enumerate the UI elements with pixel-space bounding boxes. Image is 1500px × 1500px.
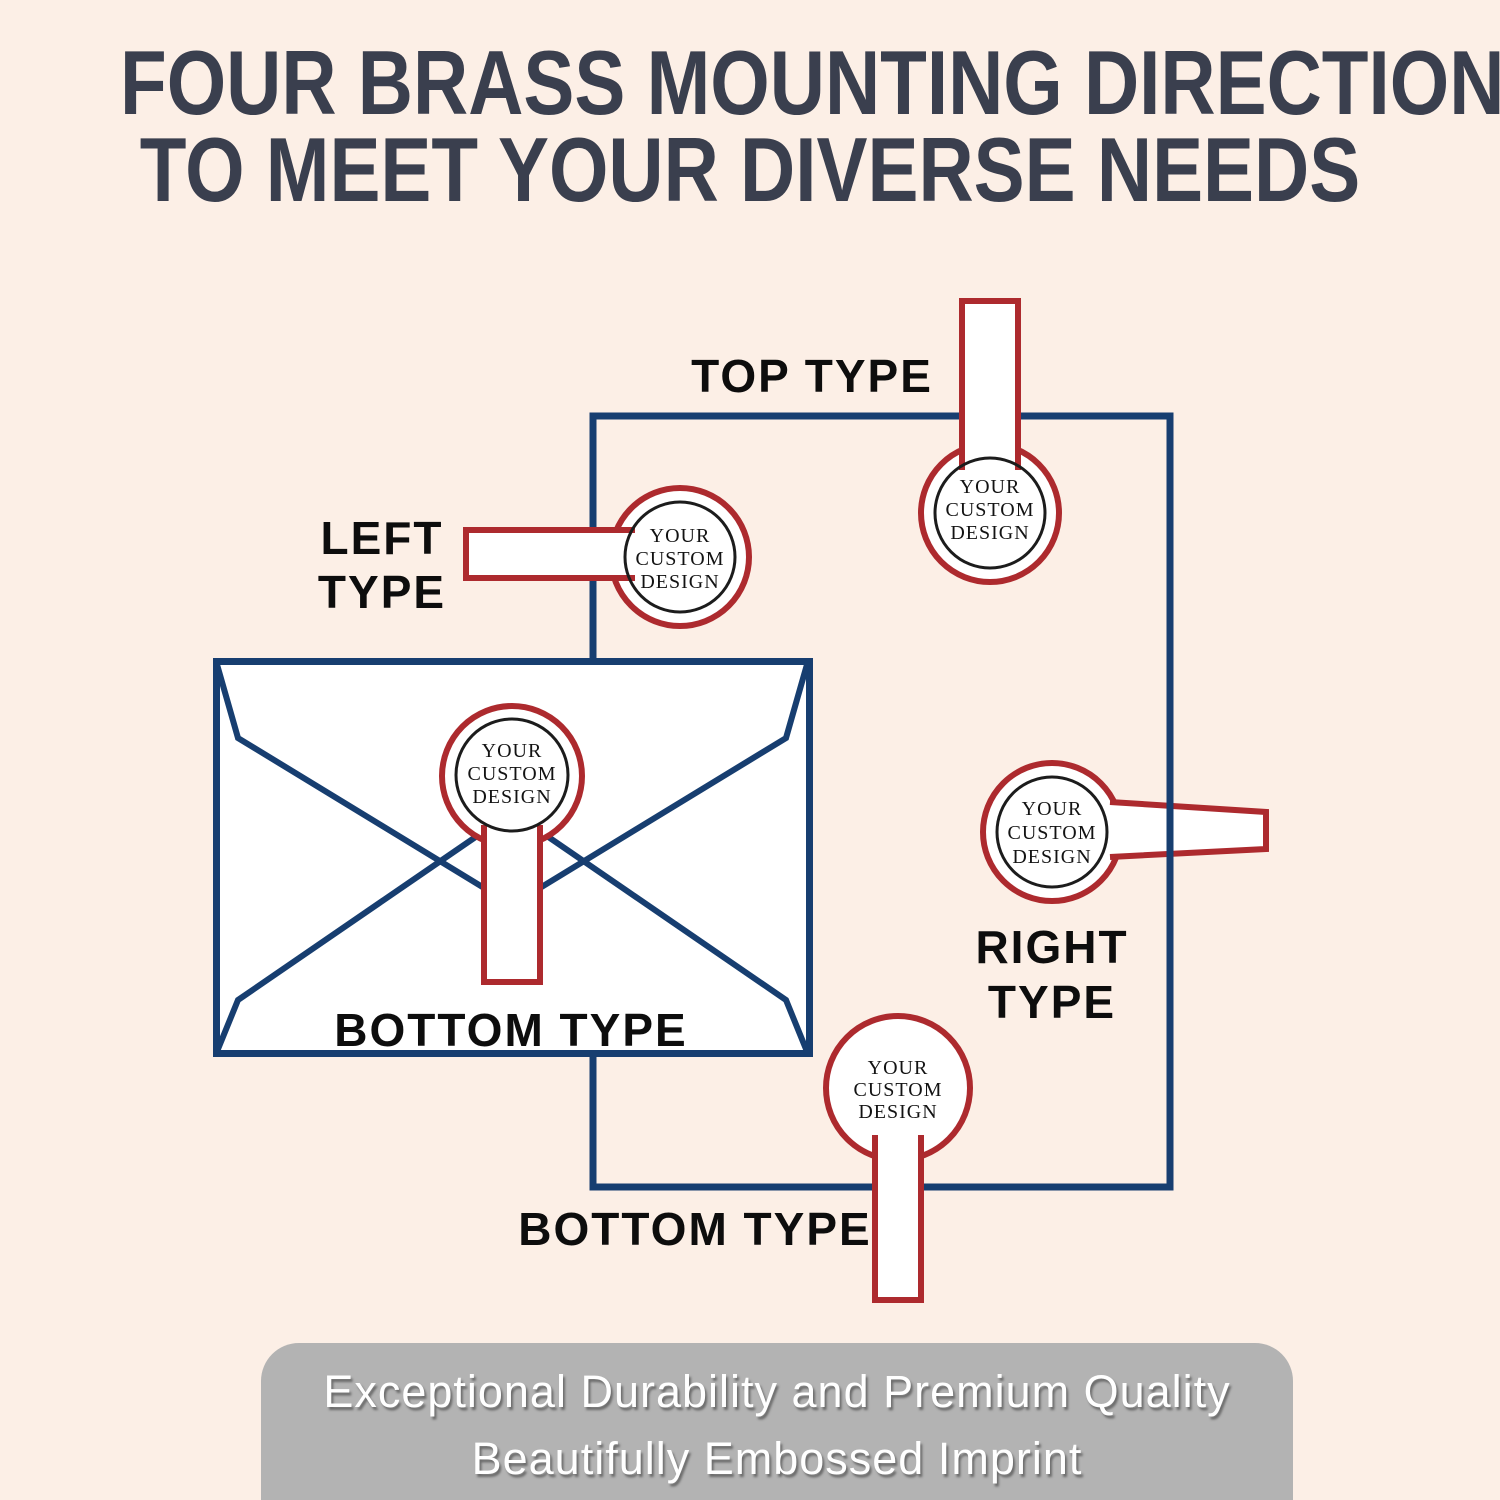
- wax-stamp-top-icon: YOUR CUSTOM DESIGN: [918, 298, 1062, 585]
- title-line-2: TO MEET YOUR DIVERSE NEEDS: [139, 120, 1361, 221]
- stamp-text-line: YOUR: [1022, 798, 1083, 820]
- banner-line-2: Beautifully Embossed Imprint: [471, 1433, 1083, 1484]
- stamp-text-line: CUSTOM: [946, 499, 1035, 521]
- label-bottom-type-outer: BOTTOM TYPE: [518, 1203, 871, 1255]
- wax-stamp-envelope-icon: YOUR CUSTOM DESIGN: [439, 703, 585, 985]
- stamp-text-line: DESIGN: [950, 522, 1029, 544]
- stamp-text-line: DESIGN: [640, 571, 719, 593]
- label-right-type-line2: TYPE: [988, 976, 1116, 1028]
- stamp-text-line: CUSTOM: [854, 1079, 943, 1101]
- title-line-1: FOUR BRASS MOUNTING DIRECTIONS: [120, 33, 1500, 134]
- stamp-handle: [872, 1135, 924, 1303]
- stamp-text-line: YOUR: [960, 476, 1021, 498]
- stamp-text-line: YOUR: [868, 1057, 929, 1079]
- stamp-handle: [481, 825, 543, 985]
- stamp-text-line: CUSTOM: [468, 763, 557, 785]
- stamp-handle: [959, 298, 1021, 470]
- wax-stamp-bottom-icon: YOUR CUSTOM DESIGN: [823, 1013, 973, 1303]
- stamp-text-line: YOUR: [650, 525, 711, 547]
- stamp-handle: [1109, 799, 1269, 860]
- label-left-type-line1: LEFT: [321, 512, 444, 564]
- stamp-inner-ring: [454, 717, 570, 833]
- stamp-inner-ring: [623, 500, 737, 614]
- label-left-type-line2: TYPE: [318, 566, 446, 618]
- label-right-type-line1: RIGHT: [975, 921, 1128, 973]
- stamp-text-line: DESIGN: [1012, 846, 1091, 868]
- stamp-text-line: DESIGN: [472, 786, 551, 808]
- stamp-inner-ring: [933, 456, 1047, 570]
- stamp-text-line: CUSTOM: [1008, 822, 1097, 844]
- stamp-text-line: DESIGN: [858, 1101, 937, 1123]
- wax-stamp-right-icon: YOUR CUSTOM DESIGN: [980, 760, 1269, 904]
- wax-stamp-left-icon: YOUR CUSTOM DESIGN: [463, 485, 752, 629]
- stamp-handle: [463, 527, 635, 581]
- label-bottom-type-envelope: BOTTOM TYPE: [334, 1004, 687, 1056]
- bottom-banner: Exceptional Durability and Premium Quali…: [261, 1343, 1293, 1500]
- page-title: FOUR BRASS MOUNTING DIRECTIONS TO MEET Y…: [120, 33, 1500, 221]
- banner-line-1: Exceptional Durability and Premium Quali…: [323, 1366, 1231, 1417]
- stamp-text-line: YOUR: [482, 740, 543, 762]
- stamp-inner-ring: [995, 775, 1109, 889]
- label-top-type: TOP TYPE: [691, 350, 933, 402]
- stamp-text-line: CUSTOM: [636, 548, 725, 570]
